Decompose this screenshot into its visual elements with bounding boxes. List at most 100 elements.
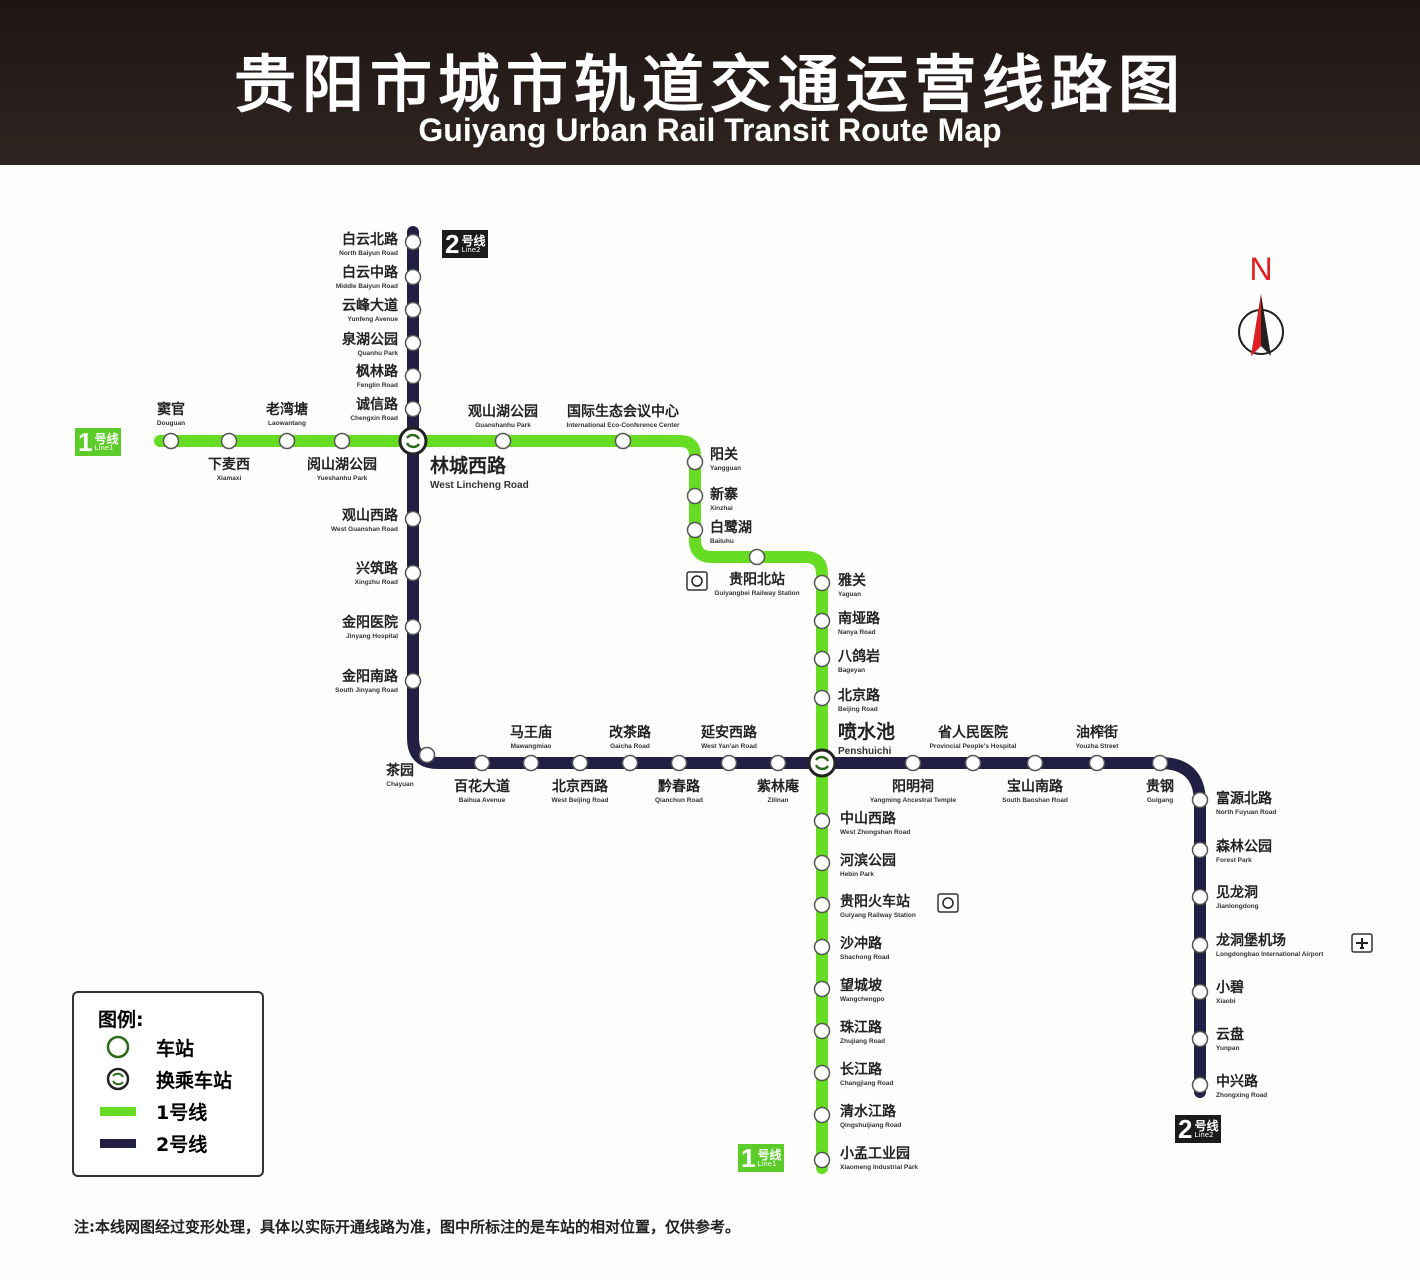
station-name-en: Qingshuijiang Road [840, 1122, 901, 1129]
station-xingzhu-road[interactable]: 兴筑路 Xingzhu Road [355, 560, 422, 586]
station-name-en: Yunpan [1216, 1045, 1240, 1052]
station-icon [404, 233, 422, 251]
station-name-cn: 白云北路 [342, 231, 399, 248]
station-icon [404, 367, 422, 385]
station-name-en: Guiyang Railway Station [840, 912, 916, 919]
station-name-cn: 长江路 [840, 1061, 883, 1078]
station-name-cn: 窦官 [157, 401, 185, 418]
station-icon [1088, 754, 1106, 772]
station-name-en: Penshuichi [838, 746, 892, 757]
station-name-en: Provincial People's Hospital [930, 743, 1017, 750]
station-name-en: Qianchun Road [655, 797, 703, 804]
station-icon [404, 672, 422, 690]
station-name-en: Xiaobi [1216, 998, 1236, 1005]
station-name-cn: 兴筑路 [356, 560, 399, 577]
station-hebin-park[interactable]: 河滨公园 Hebin Park [813, 852, 897, 878]
station-south-jinyang-road[interactable]: 金阳南路 South Jinyang Road [335, 668, 422, 694]
station-name-cn: 宝山南路 [1007, 778, 1064, 795]
station-name-cn: 省人民医院 [937, 724, 1008, 741]
station-name-en: South Jinyang Road [335, 687, 398, 694]
station-name-en: Bageyan [838, 667, 865, 674]
station-name-en: West Lincheng Road [430, 480, 529, 491]
station-icon [813, 612, 831, 630]
station-name-en: Guigang [1147, 797, 1173, 804]
station-name-cn: 北京西路 [552, 778, 609, 795]
station-icon [813, 896, 831, 914]
station-icon [333, 432, 351, 450]
station-name-cn: 中山西路 [840, 810, 897, 827]
station-name-cn: 河滨公园 [840, 852, 896, 869]
station-name-cn: 贵阳火车站 [840, 893, 910, 910]
station-provincial-people-s-hospital[interactable]: 省人民医院 Provincial People's Hospital [930, 724, 1017, 772]
station-name-en: Xingzhu Road [355, 579, 398, 586]
station-name-en: Hebin Park [840, 871, 874, 878]
station-changjiang-road[interactable]: 长江路 Changjiang Road [813, 1061, 894, 1087]
station-name-en: Laowantang [268, 420, 306, 427]
station-name-en: Changjiang Road [840, 1080, 893, 1087]
station-west-zhongshan-road[interactable]: 中山西路 West Zhongshan Road [813, 810, 911, 836]
station-name-cn: 小孟工业园 [840, 1146, 910, 1162]
legend: 图例: 车站 换乘车站 1号线 2号线 [72, 991, 264, 1177]
station-guiyang-railway-station[interactable]: 贵阳火车站 Guiyang Railway Station [813, 893, 959, 919]
station-name-cn: 金阳南路 [341, 668, 399, 685]
station-name-en: Baihua Avenue [459, 797, 506, 804]
station-icon [1191, 1076, 1209, 1094]
station-icon [813, 574, 831, 592]
station-icon [670, 754, 688, 772]
legend-interchange: 换乘车站 [100, 1065, 232, 1093]
station-icon [418, 746, 436, 764]
station-icon [404, 400, 422, 418]
station-name-cn: 阳关 [710, 446, 738, 463]
station-name-cn: 阳明祠 [892, 778, 934, 795]
station-name-en: West Zhongshan Road [840, 829, 910, 836]
